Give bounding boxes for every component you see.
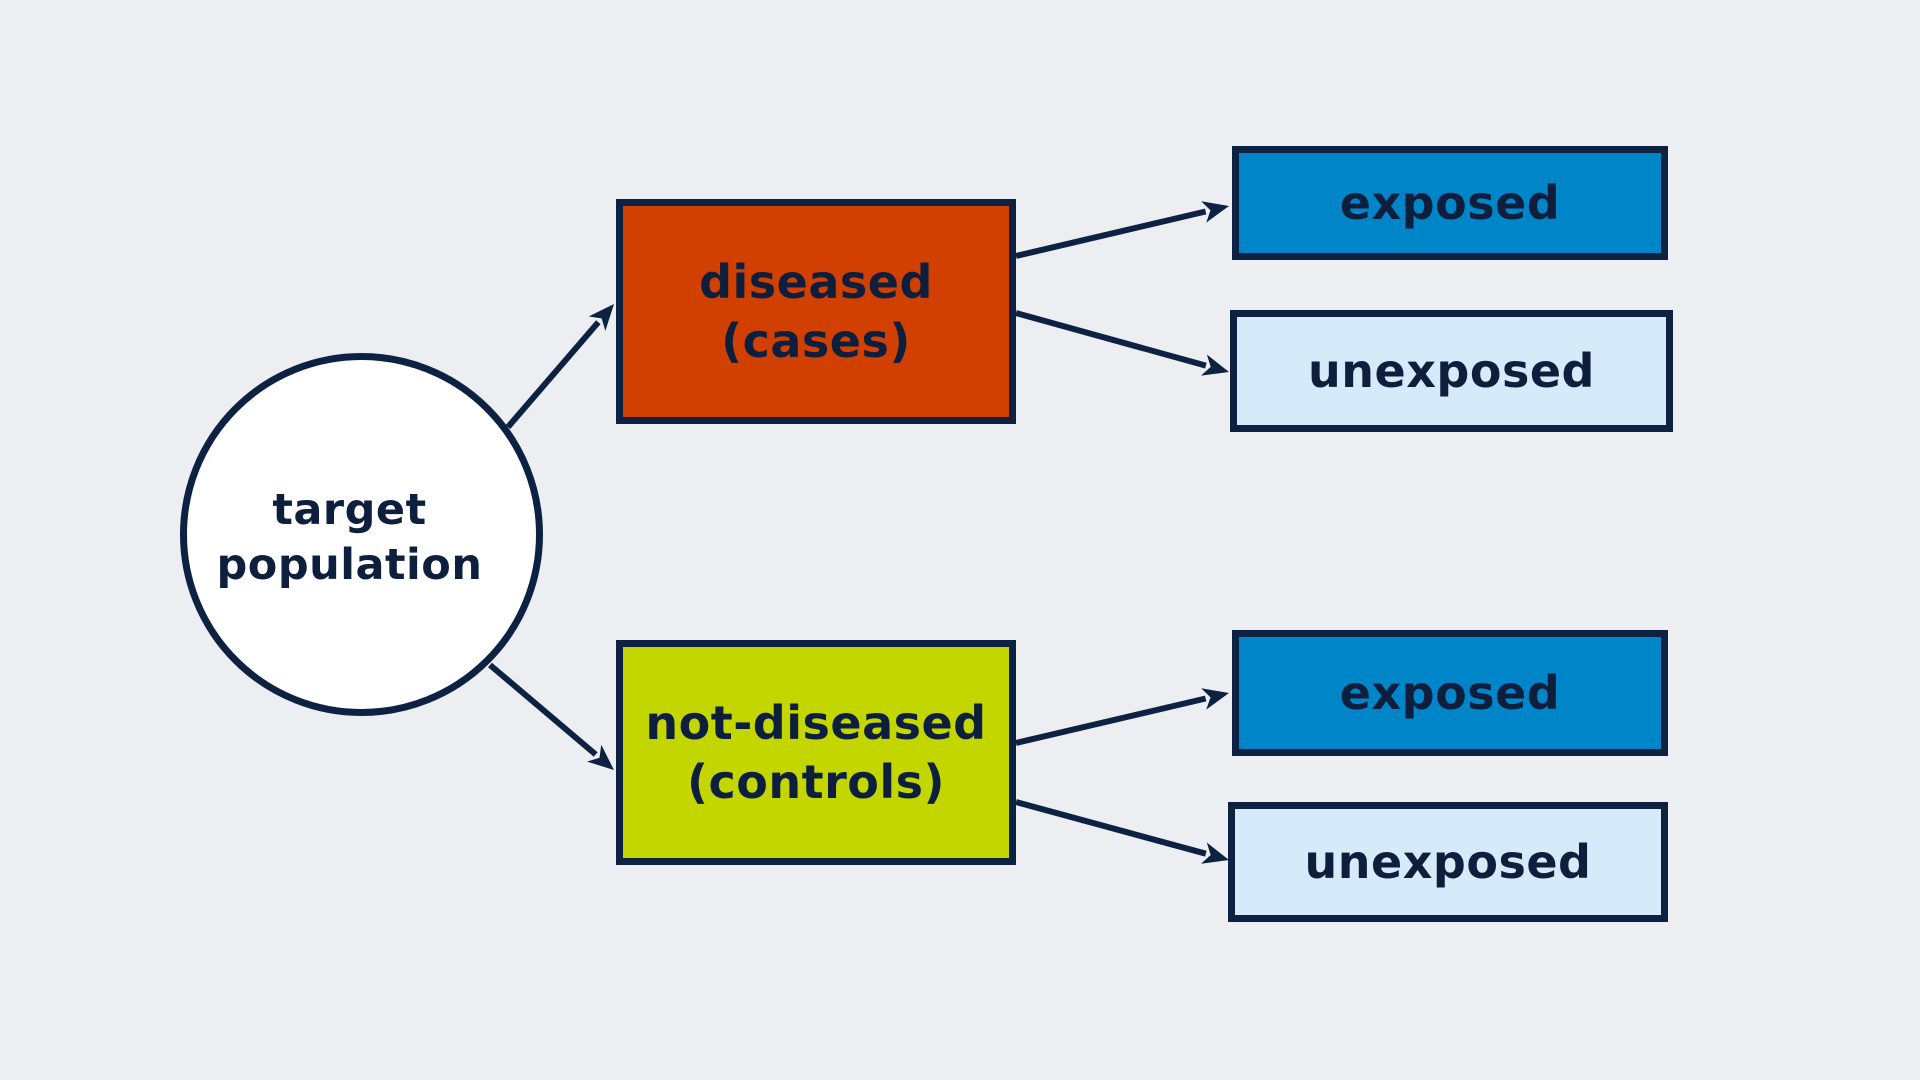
target-population-line2: population xyxy=(216,539,483,590)
controls-line2: (controls) xyxy=(686,754,946,809)
arrow-population-to-cases xyxy=(505,304,614,429)
cases-line1: diseased xyxy=(699,255,933,310)
arrow-cases-to-exposed xyxy=(1015,201,1229,259)
controls-exposed-label: exposed xyxy=(1339,665,1561,720)
arrow-population-to-controls xyxy=(488,662,614,770)
cases-line2: (cases) xyxy=(721,313,911,368)
controls-exposed-node: exposed xyxy=(1232,630,1668,756)
cases-unexposed-node: unexposed xyxy=(1230,310,1673,432)
cases-unexposed-label: unexposed xyxy=(1308,343,1595,398)
cases-node: diseased (cases) xyxy=(616,199,1016,424)
target-population-node: target population xyxy=(180,353,543,716)
cases-exposed-node: exposed xyxy=(1232,146,1668,260)
controls-node: not-diseased (controls) xyxy=(616,640,1016,865)
target-population-line1: target xyxy=(272,484,427,535)
arrow-controls-to-exposed xyxy=(1015,688,1229,746)
controls-unexposed-node: unexposed xyxy=(1228,802,1668,922)
cases-exposed-label: exposed xyxy=(1339,175,1561,230)
controls-line1: not-diseased xyxy=(645,696,987,751)
arrow-controls-to-unexposed xyxy=(1015,799,1229,864)
controls-unexposed-label: unexposed xyxy=(1304,834,1592,889)
arrow-cases-to-unexposed xyxy=(1015,310,1229,376)
